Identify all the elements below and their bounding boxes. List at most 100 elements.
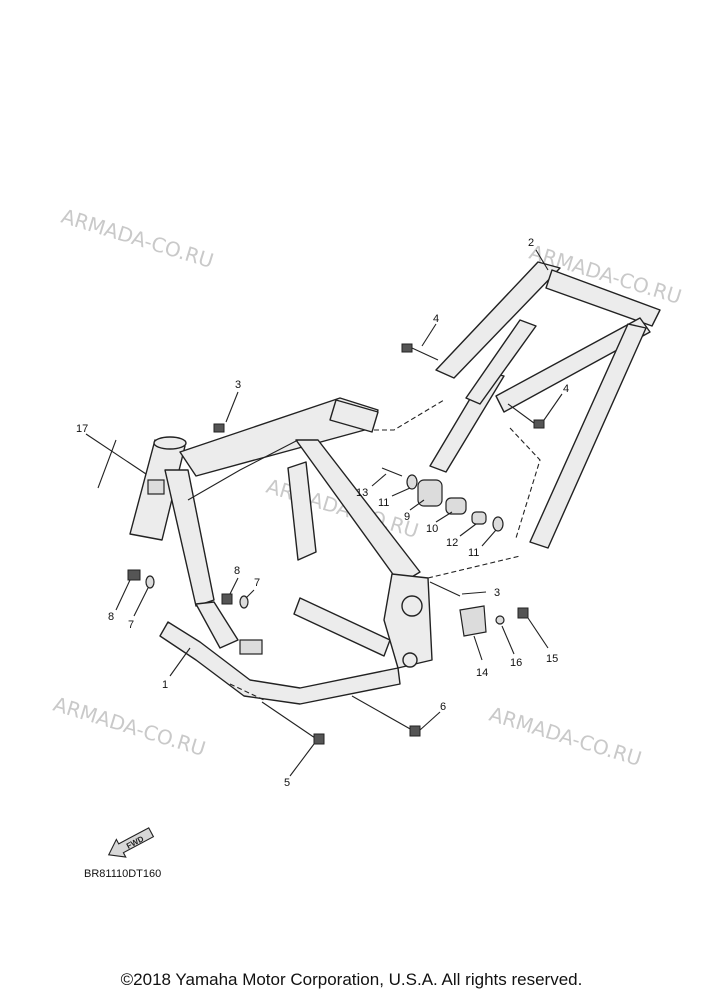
part-17 — [97, 439, 117, 489]
lower-boss — [402, 652, 418, 668]
copyright-text: ©2018 Yamaha Motor Corporation, U.S.A. A… — [120, 970, 583, 989]
collar-9 — [417, 479, 443, 507]
leader-subframe-bottom — [427, 555, 521, 579]
hardware — [97, 343, 545, 745]
leader-c11a — [391, 487, 411, 497]
washer-11-top — [406, 474, 418, 490]
leader-c10 — [435, 511, 453, 523]
leader-c5 — [289, 743, 315, 777]
nut-15 — [517, 607, 529, 619]
leader-c3a — [225, 391, 239, 423]
callout-13: 13 — [356, 487, 368, 499]
callout-8-left: 8 — [108, 611, 114, 623]
leader-bracket — [509, 427, 541, 539]
watermark-bottom-left: ARMADA-CO.RU — [51, 692, 209, 761]
callout-7-left: 7 — [128, 619, 134, 631]
bolt-4-top-shaft — [411, 347, 439, 361]
bolt-3-top — [213, 423, 225, 433]
leader-c11b — [481, 529, 497, 547]
leader-c9 — [409, 499, 425, 511]
pivot-boss — [401, 595, 423, 617]
leader-c16 — [501, 625, 515, 655]
callout-5: 5 — [284, 777, 290, 789]
callout-3-right: 3 — [494, 587, 500, 599]
bolt-6 — [351, 695, 413, 731]
main-frame — [129, 397, 433, 705]
callout-6: 6 — [440, 701, 446, 713]
washer-11-bottom — [492, 516, 504, 532]
leader-c4b — [543, 393, 563, 421]
watermark-top-left: ARMADA-CO.RU — [59, 204, 217, 273]
lower-cradle — [159, 621, 401, 705]
bolt-5 — [261, 701, 319, 741]
callout-17: 17 — [76, 423, 88, 435]
callout-7-center: 7 — [254, 577, 260, 589]
leader-c8a — [115, 579, 131, 611]
diagram-code: BR81110DT160 — [84, 868, 161, 880]
inner-spar — [287, 461, 317, 561]
bolt-4-right-shaft — [507, 403, 539, 427]
callout-15: 15 — [546, 653, 558, 665]
down-tube — [164, 469, 215, 607]
leader-c1 — [169, 647, 191, 677]
callout-12: 12 — [446, 537, 458, 549]
fwd-arrow-icon — [107, 827, 155, 858]
callout-14: 14 — [476, 667, 488, 679]
steering-head-top — [153, 436, 187, 450]
subframe-upper-right — [545, 269, 661, 327]
callout-10: 10 — [426, 523, 438, 535]
seat-mount — [329, 399, 379, 433]
bolt-4-top — [401, 343, 413, 353]
fwd-arrow: FWD — [107, 827, 155, 858]
collar-10 — [445, 497, 467, 515]
leader-lines — [229, 399, 541, 701]
main-spar — [295, 439, 421, 585]
upper-bracket — [147, 479, 165, 495]
callout-2: 2 — [528, 237, 534, 249]
gusset-line — [187, 439, 299, 501]
subframe-lower — [465, 319, 537, 405]
front-cradle — [195, 601, 239, 649]
watermark-bottom-right: ARMADA-CO.RU — [487, 702, 645, 771]
leader-c3b — [461, 591, 487, 595]
engine-mount-bracket — [239, 639, 263, 655]
bolt-3-right — [429, 581, 461, 597]
bolt-4-right-head — [533, 419, 545, 429]
bracket-14 — [459, 605, 487, 637]
washer-7-center — [239, 595, 249, 609]
leader-bolt-5 — [229, 683, 265, 701]
washer-7-left — [145, 575, 155, 589]
leader-c8b — [229, 577, 239, 595]
subframe-cross — [495, 317, 651, 413]
leader-c17 — [85, 433, 147, 475]
leader-c15 — [527, 617, 549, 649]
leader-c13 — [371, 473, 387, 487]
leader-c2 — [535, 249, 549, 271]
callout-11-bottom: 11 — [468, 547, 479, 559]
callout-9: 9 — [404, 511, 410, 523]
leader-c7b — [245, 589, 255, 599]
callout-8-center: 8 — [234, 565, 240, 577]
cross-tube — [293, 597, 391, 657]
leader-c4a — [421, 323, 437, 347]
leader-c12 — [459, 523, 477, 537]
callout-4-top: 4 — [433, 313, 439, 325]
subframe-upper-left — [435, 261, 561, 379]
subframe-strut-right — [529, 323, 647, 549]
callout-11-top: 11 — [378, 497, 389, 509]
leader-c6 — [419, 711, 441, 731]
washer-16 — [495, 615, 505, 625]
leader-subframe-top — [374, 399, 445, 431]
nut-8-center — [221, 593, 233, 605]
callout-16: 16 — [510, 657, 522, 669]
bolt-6-head — [409, 725, 421, 737]
bolt-13 — [381, 467, 403, 477]
callout-4-right: 4 — [563, 383, 569, 395]
rear-subframe — [429, 261, 661, 549]
leader-c7a — [133, 587, 149, 617]
callout-leaders — [85, 249, 563, 777]
callouts: 1 2 3 3 4 4 5 6 7 7 8 8 9 10 11 11 12 13… — [76, 237, 569, 789]
collar-12 — [471, 511, 487, 525]
nut-8-left — [127, 569, 141, 581]
